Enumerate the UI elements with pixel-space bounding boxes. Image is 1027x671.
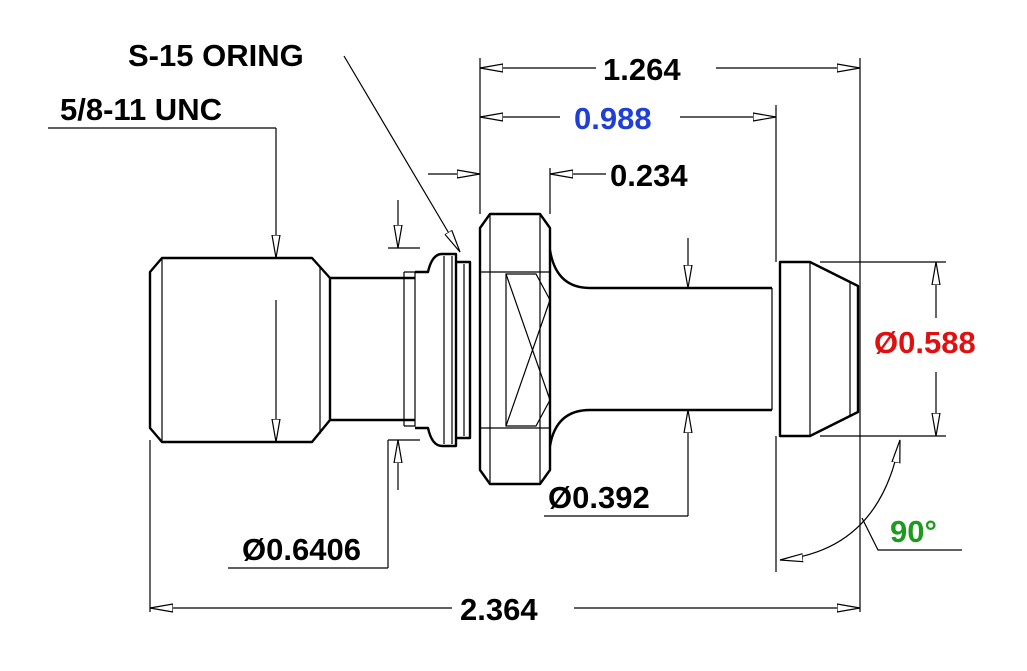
part-outline	[148, 212, 860, 486]
flange-hex-diag-1	[505, 273, 551, 401]
shank-bottom	[548, 408, 772, 447]
label-oring: S-15 ORING	[128, 38, 304, 73]
oring-leader	[343, 55, 460, 252]
dimension-lines	[48, 55, 962, 612]
label-1264: 1.264	[603, 52, 681, 87]
angle-arc	[780, 440, 900, 560]
angle-leader	[861, 517, 962, 551]
label-06406: Ø0.6406	[242, 532, 361, 567]
dimension-labels: S-15 ORING 5/8-11 UNC 1.264 0.988 0.234 …	[60, 38, 976, 627]
neck-fillet	[404, 271, 416, 427]
label-0392: Ø0.392	[548, 480, 650, 515]
oring-groove	[456, 260, 472, 440]
flange	[478, 212, 552, 486]
label-thread: 5/8-11 UNC	[60, 92, 222, 127]
retention-head	[778, 260, 860, 438]
label-angle: 90°	[890, 514, 937, 549]
flange-hex-flat	[505, 273, 551, 427]
label-0588: Ø0.588	[874, 325, 976, 360]
flange-hex-diag-2	[505, 299, 551, 427]
thread-body	[148, 256, 332, 444]
label-0234: 0.234	[610, 158, 688, 193]
label-2364: 2.364	[460, 592, 538, 627]
label-0988: 0.988	[574, 101, 652, 136]
oring-collar	[415, 252, 458, 448]
shank-top	[548, 249, 772, 290]
